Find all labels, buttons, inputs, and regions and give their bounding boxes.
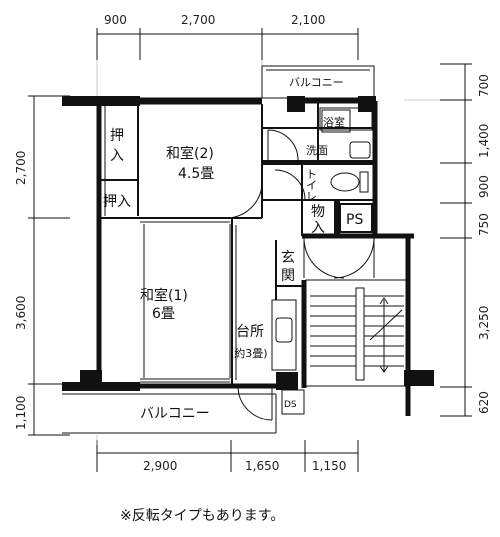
genkan-label-1: 玄 xyxy=(281,249,295,266)
monoire-label-1: 物 xyxy=(311,204,325,220)
right-dim-3: 900 xyxy=(477,175,491,198)
bath-label-box: 浴室 xyxy=(321,109,351,133)
top-dim-3: 2,100 xyxy=(291,13,325,27)
top-balcony: バルコニー xyxy=(261,65,375,99)
top-dim-1: 900 xyxy=(104,13,127,27)
right-dim-5: 3,250 xyxy=(477,306,491,340)
left-dimensions: 2,700 3,600 1,100 xyxy=(14,95,70,436)
left-dim-2: 3,600 xyxy=(14,296,28,330)
fixtures xyxy=(143,107,373,378)
ps-box: PS xyxy=(339,203,373,233)
right-dimensions: 700 1,400 900 750 3,250 620 xyxy=(440,63,491,417)
right-dim-4: 750 xyxy=(477,213,491,236)
top-dimensions: 900 2,700 2,100 xyxy=(96,13,359,60)
bottom-balcony-label: バルコニー xyxy=(140,406,210,422)
ds-label: DS xyxy=(284,400,297,410)
toilet-label-2: イ xyxy=(306,179,317,192)
toilet-label-3: レ xyxy=(306,190,317,203)
ds-box: DS xyxy=(281,389,305,415)
bottom-dimensions: 2,900 1,650 1,150 xyxy=(96,440,359,473)
monoire-label-2: 入 xyxy=(311,220,325,236)
washitsu2-size: 4.5畳 xyxy=(178,166,214,182)
bath-label: 浴室 xyxy=(323,115,345,129)
bottom-balcony: バルコニー xyxy=(62,393,277,434)
ps-label: PS xyxy=(346,212,363,228)
top-balcony-label: バルコニー xyxy=(289,76,344,89)
washitsu1-name: 和室(1) xyxy=(140,287,188,304)
washitsu2-name: 和室(2) xyxy=(166,145,214,162)
kitchen-size: (約3畳) xyxy=(230,346,268,360)
right-dim-2: 1,400 xyxy=(477,124,491,158)
oshiire-bottom-label: 押入 xyxy=(103,194,131,210)
genkan-label-2: 関 xyxy=(281,268,295,284)
toilet-label-1: ト xyxy=(306,168,317,181)
interior-walls xyxy=(100,101,414,384)
exterior-walls xyxy=(62,96,378,391)
oshiire-top-label-1: 押 xyxy=(110,128,124,144)
left-dim-3: 1,100 xyxy=(14,396,28,430)
staircase xyxy=(301,236,434,416)
right-dim-6: 620 xyxy=(477,391,491,414)
washitsu1-size: 6畳 xyxy=(152,306,175,322)
footnote: ※反転タイプもあります。 xyxy=(120,508,284,524)
door-swings xyxy=(225,129,375,421)
bottom-dim-2: 1,650 xyxy=(245,459,279,473)
kitchen-name: 台所 xyxy=(236,324,264,340)
left-dim-1: 2,700 xyxy=(14,151,28,185)
top-dim-2: 2,700 xyxy=(181,13,215,27)
bottom-dim-3: 1,150 xyxy=(312,459,346,473)
sliding-doors xyxy=(104,97,262,383)
right-dim-1: 700 xyxy=(477,74,491,97)
senmen-label: 洗面 xyxy=(306,144,328,157)
room-labels: 押 入 押入 和室(2) 4.5畳 和室(1) 6畳 台所 (約3畳) 洗面 ト… xyxy=(103,128,328,360)
bottom-dim-1: 2,900 xyxy=(143,459,177,473)
oshiire-top-label-2: 入 xyxy=(110,148,124,164)
